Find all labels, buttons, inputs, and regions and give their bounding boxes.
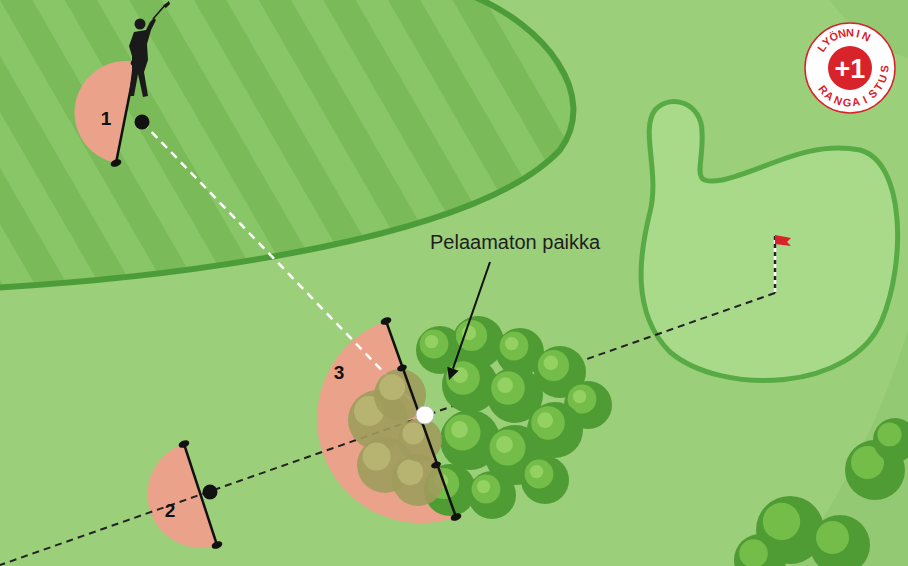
penalty-value: +1 xyxy=(835,56,866,83)
club-mark xyxy=(380,316,393,326)
relief-edge xyxy=(386,321,456,517)
putting-green xyxy=(641,101,898,380)
badge-letter: G xyxy=(842,97,852,109)
club-mark xyxy=(396,363,408,372)
badge-letter: S xyxy=(879,65,890,73)
club-mark xyxy=(450,512,463,522)
flag-pole xyxy=(774,236,777,293)
badge-letter: N xyxy=(846,27,854,38)
badge-core xyxy=(828,46,872,90)
relief-edge xyxy=(184,444,217,545)
callout-label: Pelaamaton paikka xyxy=(430,230,600,254)
badge-letter: N xyxy=(860,30,872,43)
back-line xyxy=(142,122,425,415)
callout-number: 3 xyxy=(334,363,345,382)
club-mark xyxy=(211,540,224,550)
club-mark xyxy=(178,439,191,449)
leader-line xyxy=(453,262,490,369)
ball xyxy=(203,485,218,500)
club-mark xyxy=(430,460,442,469)
flag-pole xyxy=(774,236,777,293)
flag xyxy=(775,235,791,246)
reference-line xyxy=(0,293,775,565)
golfer xyxy=(129,1,170,97)
badge-disc xyxy=(805,23,895,113)
relief-area-fill xyxy=(75,61,136,163)
callout-number: 1 xyxy=(101,109,112,128)
badge-ring-text: RANGAISTUS xyxy=(803,21,897,115)
badge-letter: A xyxy=(851,96,861,108)
relief-area-fill xyxy=(147,444,217,548)
badge-letter: I xyxy=(861,94,869,105)
club-mark xyxy=(110,158,123,168)
ball xyxy=(416,406,434,424)
bushes xyxy=(348,316,908,566)
ball xyxy=(135,115,150,130)
penalty-badge: LYÖNNIN+1RANGAISTUS xyxy=(803,21,897,115)
leader-arrowhead xyxy=(447,367,458,380)
relief-area-fill xyxy=(317,321,456,523)
callout-number: 2 xyxy=(165,501,176,520)
